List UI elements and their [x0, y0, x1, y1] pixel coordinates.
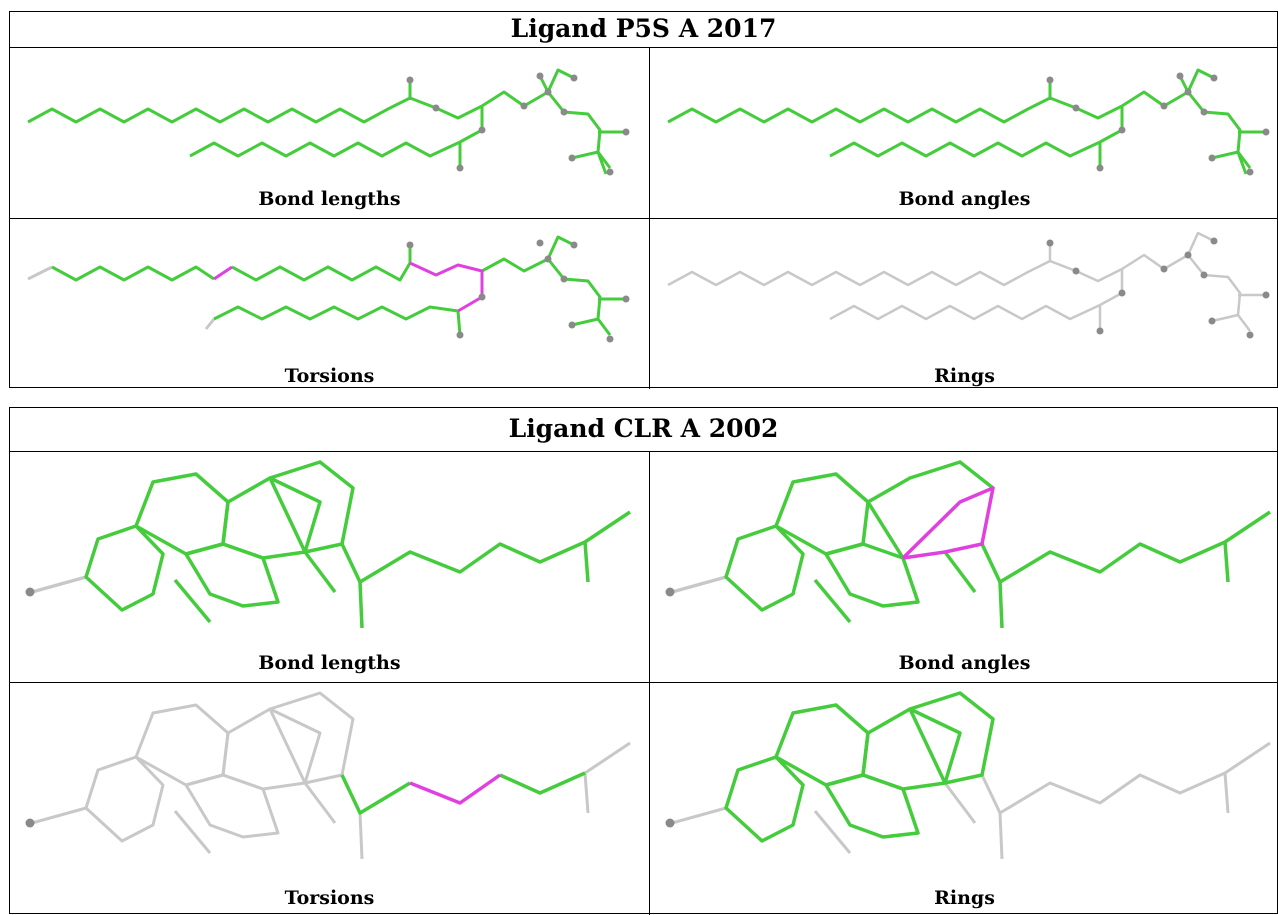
panel-caption: Bond lengths [258, 188, 401, 210]
molecule-depiction-clr-torsions [25, 691, 631, 860]
molecule-depiction-p5s-rings [667, 231, 1270, 339]
molecule-depiction-p5s-bond-lengths [27, 68, 630, 176]
panel-bond-angles: Bond angles [650, 48, 1278, 218]
molecule-depiction-clr-rings [665, 691, 1271, 860]
panel-bond-lengths: Bond lengths [10, 452, 649, 682]
panel-caption: Rings [934, 365, 995, 387]
panel-bond-angles: Bond angles [650, 452, 1278, 682]
molecule-depiction-p5s-torsions [27, 235, 630, 343]
panel-rings: Rings [650, 219, 1278, 389]
panel-caption: Torsions [284, 887, 375, 909]
row-divider [10, 682, 1277, 683]
panel-caption: Bond lengths [258, 652, 401, 674]
column-divider [649, 452, 650, 915]
panel-caption: Bond angles [898, 652, 1031, 674]
panel-torsions: Torsions [10, 683, 649, 915]
molecule-depiction-p5s-bond-angles [667, 68, 1270, 176]
panel-caption: Torsions [284, 365, 375, 387]
ligand-table-clr: Ligand CLR A 2002 Bond lengths [9, 407, 1278, 915]
panel-bond-lengths: Bond lengths [10, 48, 649, 218]
panel-caption: Rings [934, 887, 995, 909]
table-title: Ligand CLR A 2002 [10, 408, 1277, 452]
row-divider [10, 218, 1277, 219]
panel-torsions: Torsions [10, 219, 649, 389]
molecule-depiction-clr-bond-lengths [25, 460, 631, 629]
table-title: Ligand P5S A 2017 [10, 12, 1277, 48]
molecule-depiction-clr-bond-angles [665, 460, 1271, 629]
ligand-table-p5s: Ligand P5S A 2017 [9, 11, 1278, 389]
panel-caption: Bond angles [898, 188, 1031, 210]
panel-rings: Rings [650, 683, 1278, 915]
